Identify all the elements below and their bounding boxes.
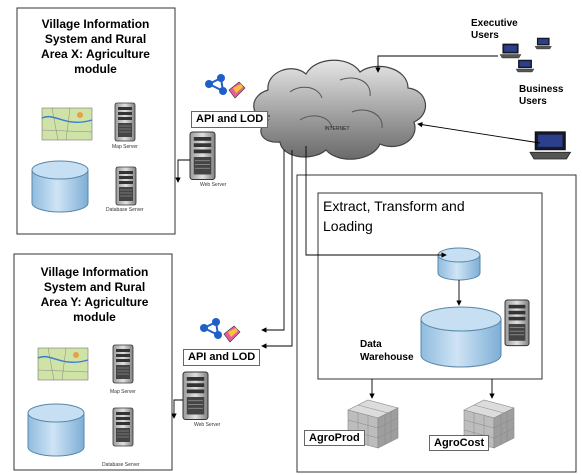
laptop-icon [529,131,572,160]
lod-network-icon [199,317,241,343]
server-icon [504,299,530,347]
database-server-label: Database Server [102,462,140,468]
laptop-icon [499,43,522,59]
database-icon [31,160,89,213]
database-icon [27,403,85,457]
server-icon [112,344,134,384]
module-y-title: Village Information System and Rural Are… [40,265,149,324]
map-server-label: Map Server [112,144,138,150]
warehouse-outer-box [296,174,577,473]
data-warehouse-label: Data Warehouse [360,339,414,363]
laptop-icon [515,59,535,73]
server-icon [112,407,134,447]
map-icon [37,347,89,381]
agrocost-label: AgroCost [429,435,490,451]
connector-lines [171,55,541,419]
executive-users-label: Executive Users [471,18,518,41]
agroprod-label: AgroProd [304,430,365,446]
api-lod-label: API and LOD [191,111,269,128]
laptop-icon [534,37,552,50]
cloud-label: INTERNET [325,126,350,132]
database-icon [420,306,502,368]
lod-network-icon [204,73,246,99]
server-icon [114,102,136,142]
api-lod-label: API and LOD [183,349,261,366]
map-icon [41,107,93,141]
database-icon [437,247,481,281]
web-server-label: Web Server [194,422,221,428]
map-server-label: Map Server [110,389,136,395]
cloud-icon [253,59,427,160]
database-server-label: Database Server [106,207,144,213]
business-users-label: Business Users [519,84,564,107]
etl-title: Extract, Transform and Loading [323,198,465,234]
server-icon [115,166,137,206]
server-icon [182,371,209,421]
web-server-label: Web Server [200,182,227,188]
server-icon [189,131,216,181]
module-x-title: Village Information System and Rural Are… [41,17,150,76]
